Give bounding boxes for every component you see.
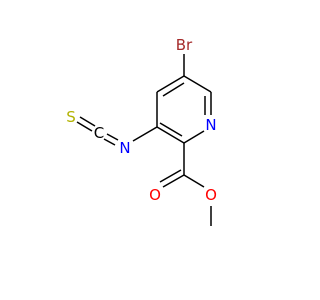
bond-c2-c3-inner (159, 122, 183, 137)
bond-c-s-nco-b (79, 116, 96, 127)
atom-label-layer: Br N N C S O O (66, 36, 217, 204)
atom-n-isothiocyanate: N (119, 139, 130, 157)
structure-canvas: Br N N C S O O (66, 36, 217, 226)
atom-s: S (66, 108, 76, 126)
bond-layer (76, 54, 212, 226)
molecule-structure: Br N N C S O O (66, 36, 217, 226)
bond-c4-c5 (156, 75, 185, 93)
atom-o-ester: O (205, 186, 217, 204)
bond-n1-c2 (183, 130, 205, 144)
bond-c-s-nco-a (76, 121, 93, 132)
atom-o-carbonyl: O (149, 186, 161, 204)
bond-n-c-nco-b (106, 133, 119, 141)
bond-c4-c5-inner (162, 82, 185, 97)
bond-c2-c3 (156, 126, 185, 144)
atom-n-ring: N (205, 116, 216, 134)
atom-br: Br (176, 36, 193, 54)
bond-n-c-nco-a (103, 138, 116, 146)
bond-cester-o-carbonyl-a (162, 174, 185, 188)
bond-c3-n-nco (132, 126, 158, 142)
bond-c5-c6 (183, 75, 212, 93)
bond-cester-o-carbonyl-b (159, 169, 182, 183)
bond-cester-o-ester (183, 174, 205, 188)
atom-c-isothiocyanate: C (94, 124, 104, 142)
